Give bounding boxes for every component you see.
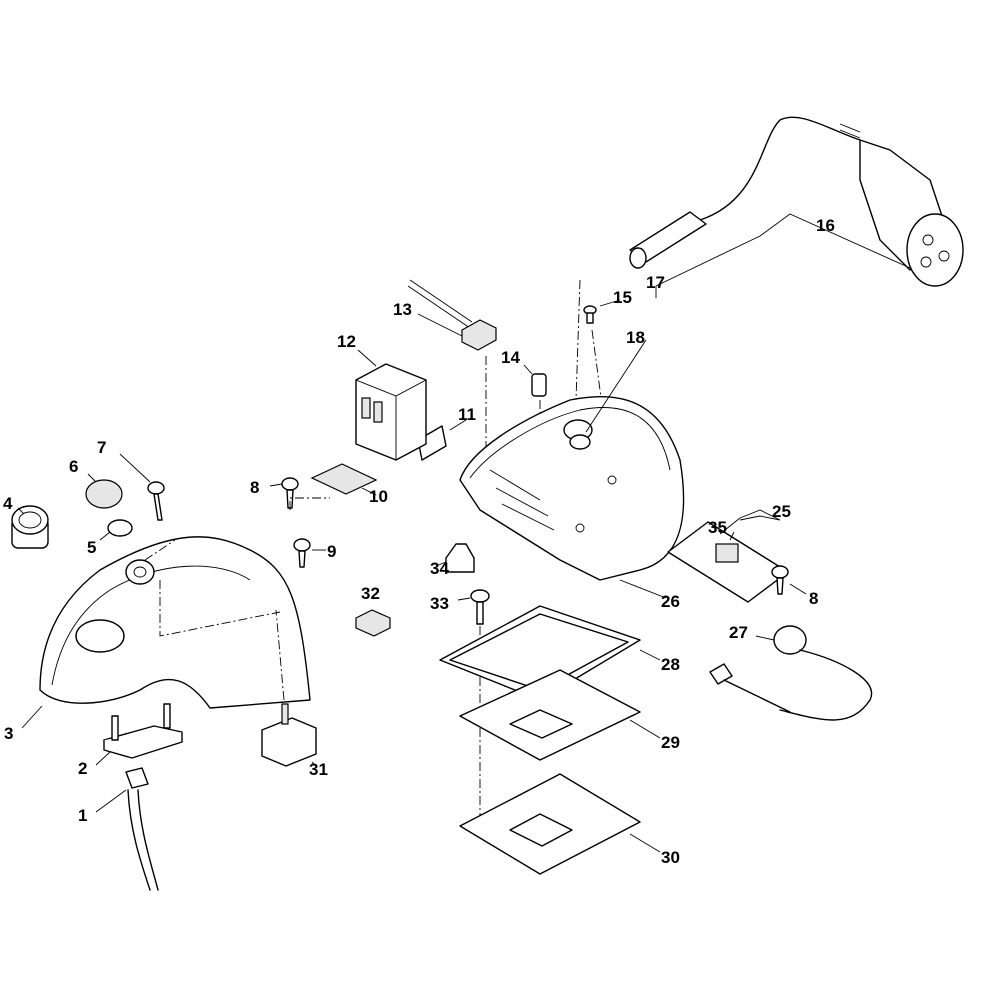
callout-3: 3 [4,724,13,743]
part-32-grommet [355,609,391,637]
callout-33: 33 [430,594,449,613]
leader-25-35 [739,515,781,521]
part-5-o-ring [107,519,133,537]
callout-34: 34 [430,559,449,578]
part-7-screw [119,453,165,521]
callout-6: 6 [69,457,78,476]
callout-5: 5 [87,538,96,557]
callout-7: 7 [97,438,106,457]
part-30-bottom-plate [459,773,661,875]
part-31-terminal-block [261,609,317,767]
part-1-cable-gland [95,767,159,891]
part-12-contactor [355,349,427,461]
part-11-end-clamp [417,419,467,461]
callout-2: 2 [78,759,87,778]
part-10-din-rail [310,463,378,496]
callout-17: 17 [646,273,665,292]
part-26-base-housing [459,339,685,599]
part-34-vent [435,543,475,573]
part-8-screw [269,477,330,510]
callout-8: 8 [250,478,259,497]
part-selector-knob [125,559,155,585]
callout-1: 1 [78,806,87,825]
part-29-plate [459,669,661,761]
callout-12: 12 [337,332,356,351]
part-4-gauge [11,505,49,549]
callout-28: 28 [661,655,680,674]
callout-35: 35 [708,518,727,537]
callout-27: 27 [729,623,748,642]
callout-31: 31 [309,760,328,779]
callout-11: 11 [458,405,476,424]
part-9-screw [293,538,326,568]
part-13-sensor [407,279,497,470]
callout-32: 32 [361,584,380,603]
part-2-bracket [95,703,183,766]
callout-15: 15 [613,288,632,307]
callout-8-right: 8 [809,589,818,608]
callout-labels: 1 2 3 4 5 6 7 8 9 10 11 12 13 14 15 16 1… [3,216,835,867]
callout-13: 13 [393,300,412,319]
callout-9: 9 [327,542,336,561]
callout-25: 25 [772,502,791,521]
callout-26: 26 [661,592,680,611]
part-8-screw-right [771,565,807,595]
part-17-strain-relief [575,211,707,401]
part-28-gasket [439,605,661,701]
callout-4: 4 [3,494,13,513]
part-25-circuit-board [667,509,789,603]
callout-16: 16 [816,216,835,235]
callout-30: 30 [661,848,680,867]
part-27-sensor-cable [709,625,873,721]
part-6-cap [85,473,123,509]
callout-10: 10 [369,487,388,506]
part-3-cover [21,536,311,729]
part-16-power-cable [655,116,964,298]
callout-14: 14 [501,348,520,367]
callout-18: 18 [626,328,645,347]
callout-29: 29 [661,733,680,752]
